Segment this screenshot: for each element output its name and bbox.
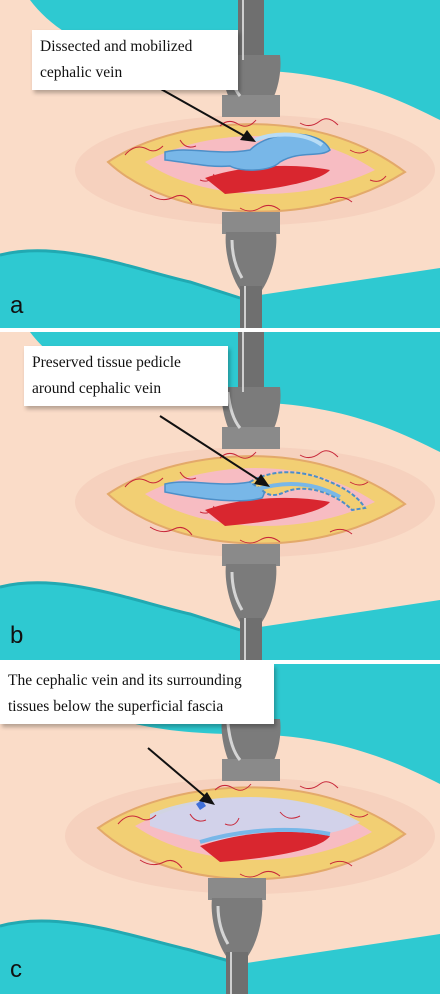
callout-line: The cephalic vein and its surrounding: [8, 672, 242, 689]
callout-label-a: Dissected and mobilized cephalic vein: [32, 30, 238, 90]
panel-letter-c: c: [10, 956, 22, 983]
retractor-bottom: [222, 544, 280, 660]
panel-b: Preserved tissue pedicle around cephalic…: [0, 332, 440, 660]
callout-line: tissues below the superficial fascia: [8, 698, 224, 715]
panel-a: Dissected and mobilized cephalic vein a: [0, 0, 440, 328]
panel-letter-b: b: [10, 622, 24, 649]
callout-label-b: Preserved tissue pedicle around cephalic…: [24, 346, 228, 406]
callout-line: Dissected and mobilized: [40, 38, 193, 55]
callout-line: Preserved tissue pedicle: [32, 354, 181, 371]
panel-letter-a: a: [10, 292, 24, 319]
callout-line: cephalic vein: [40, 64, 123, 81]
callout-label-c: The cephalic vein and its surrounding ti…: [0, 664, 274, 724]
retractor-bottom: [208, 878, 266, 994]
retractor-bottom: [222, 212, 280, 328]
retractor-top: [221, 332, 281, 449]
callout-line: around cephalic vein: [32, 380, 162, 397]
panel-c: The cephalic vein and its surrounding ti…: [0, 664, 440, 994]
